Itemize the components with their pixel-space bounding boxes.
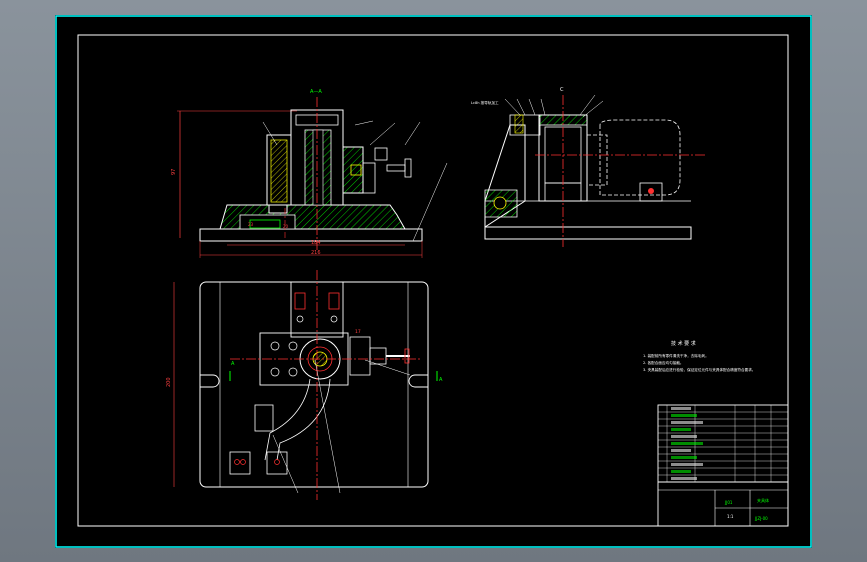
dim-offset: 17 xyxy=(355,329,361,335)
dim-base-inner: 184 xyxy=(311,240,321,246)
front-section-view[interactable]: 97 xyxy=(171,89,448,258)
parts-row-text xyxy=(671,407,691,410)
drawing-sheet[interactable]: 97 xyxy=(55,15,812,548)
side-note: Lc8h 按导轨加工 xyxy=(471,100,499,105)
title-code: JJZJ-00 xyxy=(754,516,768,521)
parts-row-text xyxy=(671,428,691,431)
technical-requirements: 技 术 要 求 1. 装配前所有零件清洗干净，去除毛刺。 2. 各配合面应均匀接… xyxy=(643,340,755,372)
parts-row-text xyxy=(671,477,697,480)
tech-req-line-1: 1. 装配前所有零件清洗干净，去除毛刺。 xyxy=(643,353,709,358)
view-label-c: C xyxy=(560,87,564,93)
parts-row-text xyxy=(671,421,703,424)
drawing-canvas: 97 xyxy=(55,15,812,548)
dim-small-b: 23 xyxy=(248,222,254,227)
dim-overall-height: 97 xyxy=(171,169,177,175)
parts-row-text xyxy=(671,463,703,466)
parts-row-text xyxy=(671,470,691,473)
tech-req-line-3: 3. 夹具装配后应进行检验，保证定位元件与夹具体配合精度符合要求。 xyxy=(643,367,755,372)
section-arrow-left: A xyxy=(231,361,235,367)
section-arrow-right: A xyxy=(439,377,443,383)
tech-req-title: 技 术 要 求 xyxy=(671,340,696,347)
plan-view[interactable]: 200 xyxy=(166,270,443,500)
side-view[interactable]: C Lc8h 按导轨加工 xyxy=(471,87,705,247)
section-label: A—A xyxy=(310,89,322,95)
dim-base-overall: 216 xyxy=(311,250,321,256)
inner-border xyxy=(77,34,789,527)
parts-list-rows xyxy=(658,405,788,482)
parts-row-text xyxy=(671,449,691,452)
title-part-no: JJ01 xyxy=(724,500,733,505)
dim-small-a: 20 xyxy=(283,224,289,229)
outer-border xyxy=(55,15,812,548)
title-block[interactable]: 夹具体 JJ01 1:1 JJZJ-00 xyxy=(657,404,789,527)
parts-row-text xyxy=(671,414,697,417)
parts-row-text xyxy=(671,442,703,445)
dim-plan-width: 200 xyxy=(166,377,172,387)
tech-req-line-2: 2. 各配合面应均匀接触。 xyxy=(643,360,684,365)
parts-row-text xyxy=(671,435,697,438)
title-drawing-name: 夹具体 xyxy=(757,497,769,503)
parts-row-text xyxy=(671,456,697,459)
title-scale: 1:1 xyxy=(727,514,734,519)
